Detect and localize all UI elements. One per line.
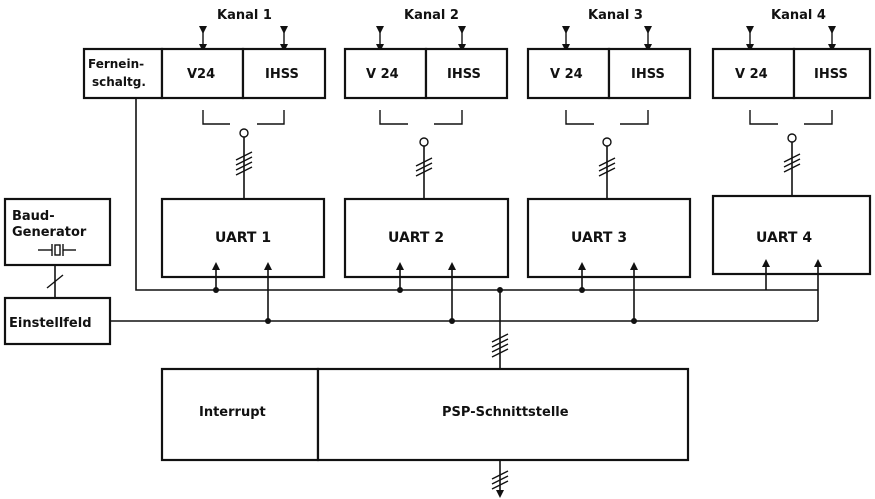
v24-label-3: V 24	[550, 67, 583, 82]
baud-generator-box	[3, 197, 112, 267]
psp-external-bus	[491, 460, 509, 498]
ihss-box-3	[607, 47, 692, 100]
ihss-box-1	[241, 47, 327, 100]
main-bus	[491, 290, 509, 369]
uart-1-box	[160, 197, 326, 279]
uart-2-label: UART 2	[388, 230, 444, 246]
v24-label-4: V 24	[735, 67, 768, 82]
uart-3-box	[526, 197, 692, 279]
v24-box-4	[711, 47, 796, 100]
ihss-label-2: IHSS	[447, 67, 481, 82]
psp-schnittstelle-label: PSP-Schnittstelle	[442, 405, 569, 420]
ihss-box-4	[792, 47, 872, 100]
kanal-2-label: Kanal 2	[404, 8, 459, 23]
ihss-label-3: IHSS	[631, 67, 665, 82]
ferneinschaltung-box	[82, 47, 164, 100]
channel-arrows	[199, 26, 836, 52]
uart-3-label: UART 3	[571, 230, 627, 246]
v24-box-3	[526, 47, 611, 100]
ihss-label-4: IHSS	[814, 67, 848, 82]
v24-box-1	[160, 47, 245, 100]
baud-generator-line1: Baud-	[12, 209, 55, 224]
v24-label-1: V24	[187, 67, 215, 82]
channel-switches	[202, 110, 833, 198]
einstellfeld-box	[3, 296, 112, 346]
einstellfeld-label: Einstellfeld	[9, 316, 92, 331]
uart-2-box	[343, 197, 510, 279]
bus-hatches	[235, 151, 801, 177]
interrupt-box	[160, 367, 320, 462]
control-bus	[110, 98, 822, 324]
uart-4-box	[711, 194, 872, 276]
kanal-4-label: Kanal 4	[771, 8, 826, 23]
baud-generator-line2: Generator	[12, 225, 87, 240]
v24-label-2: V 24	[366, 67, 399, 82]
ihss-label-1: IHSS	[265, 67, 299, 82]
uart-1-label: UART 1	[215, 230, 271, 246]
crystal-icon	[38, 244, 76, 256]
interrupt-label: Interrupt	[199, 405, 266, 420]
uart-4-label: UART 4	[756, 230, 812, 246]
ihss-box-2	[424, 47, 509, 100]
ferneinschaltung-line1: Fernein-	[88, 57, 144, 71]
kanal-3-label: Kanal 3	[588, 8, 643, 23]
psp-schnittstelle-box	[316, 367, 690, 462]
baud-link-slash	[46, 274, 64, 289]
ferneinschaltung-line2: schaltg.	[92, 75, 146, 89]
kanal-1-label: Kanal 1	[217, 8, 272, 23]
